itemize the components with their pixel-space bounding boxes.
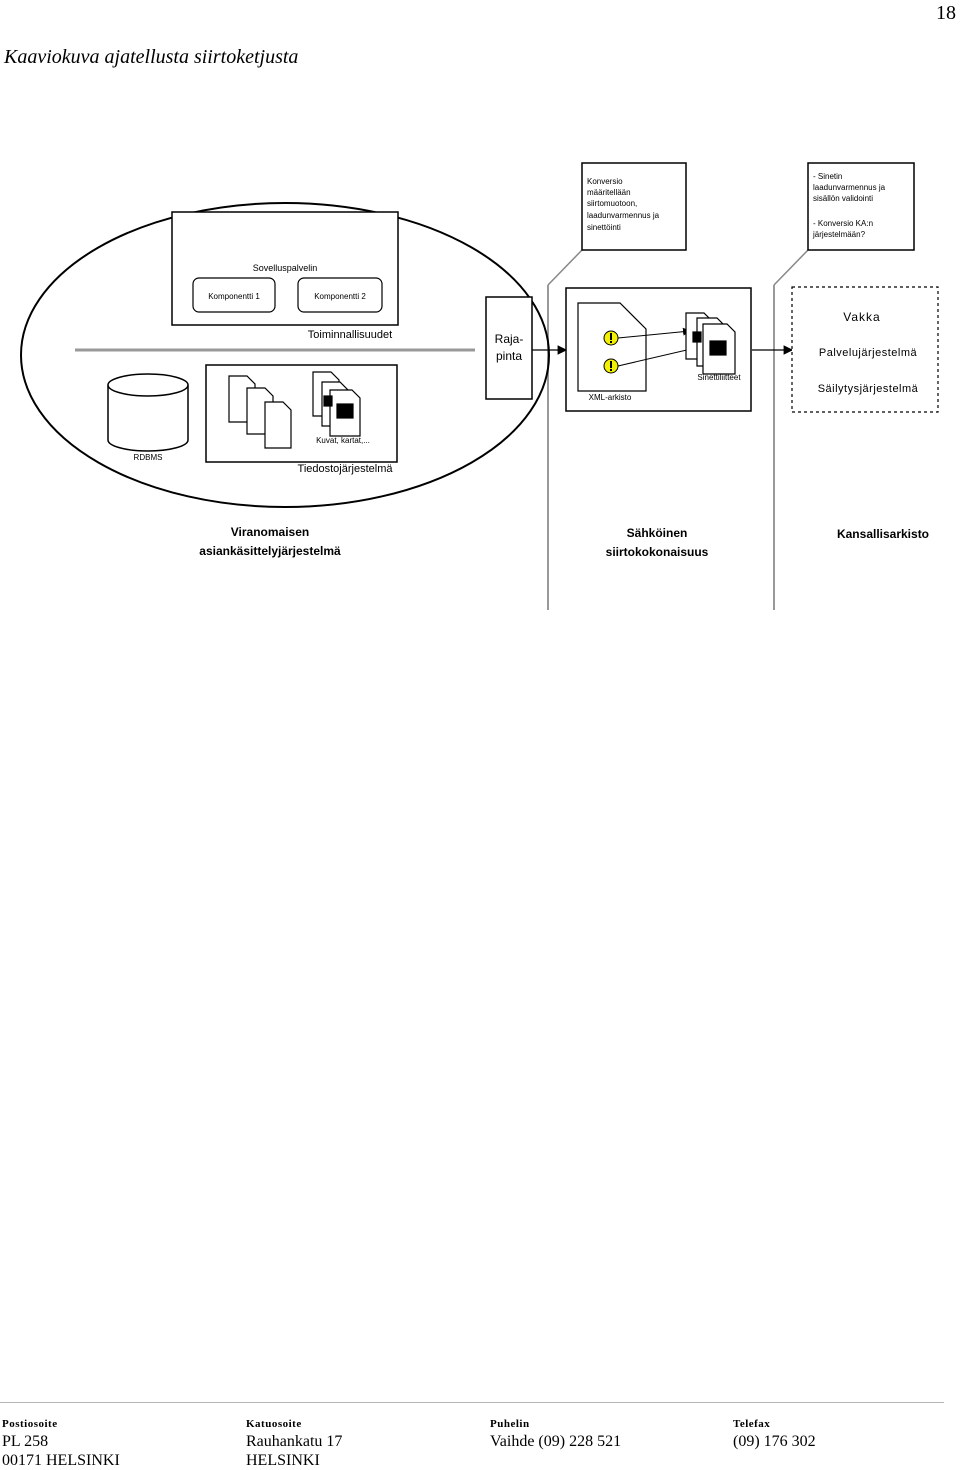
conversion-note-line-1: Konversio <box>587 177 623 186</box>
component-2-label: Komponentti 2 <box>314 292 366 301</box>
component-1-label: Komponentti 1 <box>208 292 260 301</box>
filesystem-label: Tiedostojärjestelmä <box>298 463 394 475</box>
validation-note-line-1: - Sinetin <box>813 172 842 181</box>
footer-fax: Telefax (09) 176 302 <box>733 1416 816 1451</box>
xml-archive-label: XML-arkisto <box>589 393 632 402</box>
image-files-icon <box>312 371 361 437</box>
interface-label-line2: pinta <box>496 349 522 363</box>
conversion-note-line-3: siirtomuotoon, <box>587 199 637 208</box>
footer-line: Rauhankatu 17 <box>246 1433 343 1450</box>
warning-icon <box>603 358 619 374</box>
footer-line: 00171 HELSINKI <box>2 1452 120 1469</box>
footer-phone: Puhelin Vaihde (09) 228 521 <box>490 1416 621 1451</box>
footer-divider <box>0 1402 944 1403</box>
validation-note-line-5: - Konversio KA:n <box>813 219 873 228</box>
footer-heading: Puhelin <box>490 1418 530 1430</box>
footer-line: Vaihde (09) 228 521 <box>490 1433 622 1450</box>
seal-attachment-icon <box>685 312 736 375</box>
storage-system-label: Säilytysjärjestelmä <box>818 383 919 395</box>
validation-note-box <box>807 162 915 251</box>
transfer-zone-title-line1: Sähköinen <box>627 526 688 540</box>
footer-postal-address: Postiosoite PL 258 00171 HELSINKI <box>2 1416 120 1470</box>
service-system-label: Palvelujärjestelmä <box>819 347 918 359</box>
archive-systems-box <box>791 286 939 413</box>
component-2-box <box>297 277 383 313</box>
footer: Postiosoite PL 258 00171 HELSINKI Katuos… <box>0 1416 960 1469</box>
functionality-label: Toiminnallisuudet <box>308 329 392 341</box>
footer-heading: Katuosoite <box>246 1418 302 1430</box>
validation-note-line-6: järjestelmään? <box>812 230 866 239</box>
footer-line: PL 258 <box>2 1433 49 1450</box>
files-label: Kuvat, kartat,... <box>316 436 370 445</box>
document-stack-icon <box>228 375 292 449</box>
attachments-label: Sinettiliitteet <box>697 373 741 382</box>
vakka-label: Vakka <box>843 310 880 324</box>
component-1-box <box>192 277 276 313</box>
authority-zone-title-line2: asiankäsittelyjärjestelmä <box>199 544 341 558</box>
footer-line: (09) 176 302 <box>733 1433 816 1450</box>
validation-note-line-2: laadunvarmennus ja <box>813 183 886 192</box>
transfer-chain-diagram: Sovelluspalvelin Komponentti 1 Komponent… <box>20 162 939 610</box>
transfer-zone-title-line2: siirtokokonaisuus <box>606 545 709 559</box>
conversion-note-line-4: laadunvarmennus ja <box>587 211 660 220</box>
arrow-to-attachment <box>617 327 691 339</box>
interface-label-line1: Raja- <box>495 332 524 346</box>
app-server-label: Sovelluspalvelin <box>253 263 318 273</box>
conversion-note-line-2: määritellään <box>587 188 631 197</box>
right-note-pointer <box>773 249 809 286</box>
page-number: 18 <box>936 2 956 24</box>
footer-heading: Telefax <box>733 1418 771 1430</box>
left-note-pointer <box>547 249 583 286</box>
authority-system-ellipse <box>20 202 550 508</box>
footer-line: HELSINKI <box>246 1452 320 1469</box>
database-cylinder-icon <box>107 373 189 452</box>
archive-zone-title: Kansallisarkisto <box>837 527 929 541</box>
database-label: RDBMS <box>134 453 163 462</box>
interface-box <box>485 296 533 400</box>
figure-caption: Kaaviokuva ajatellusta siirtoketjusta <box>4 46 299 68</box>
conversion-note-line-5: sinettöinti <box>587 223 621 232</box>
validation-note-line-3: sisällön validointi <box>813 194 873 203</box>
footer-heading: Postiosoite <box>2 1418 58 1430</box>
conversion-note-box <box>581 162 687 251</box>
warning-icon <box>603 330 619 346</box>
authority-zone-title-line1: Viranomaisen <box>231 525 309 539</box>
footer-street-address: Katuosoite Rauhankatu 17 HELSINKI <box>246 1416 342 1470</box>
